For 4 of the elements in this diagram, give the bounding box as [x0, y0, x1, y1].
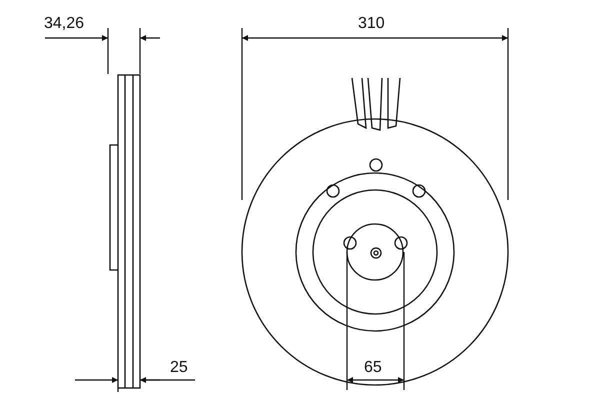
dimension-value: 34,26 — [44, 15, 84, 33]
dimension-value: 65 — [364, 359, 382, 377]
dimension-value: 310 — [358, 15, 385, 33]
dimension-value: 25 — [170, 359, 188, 377]
